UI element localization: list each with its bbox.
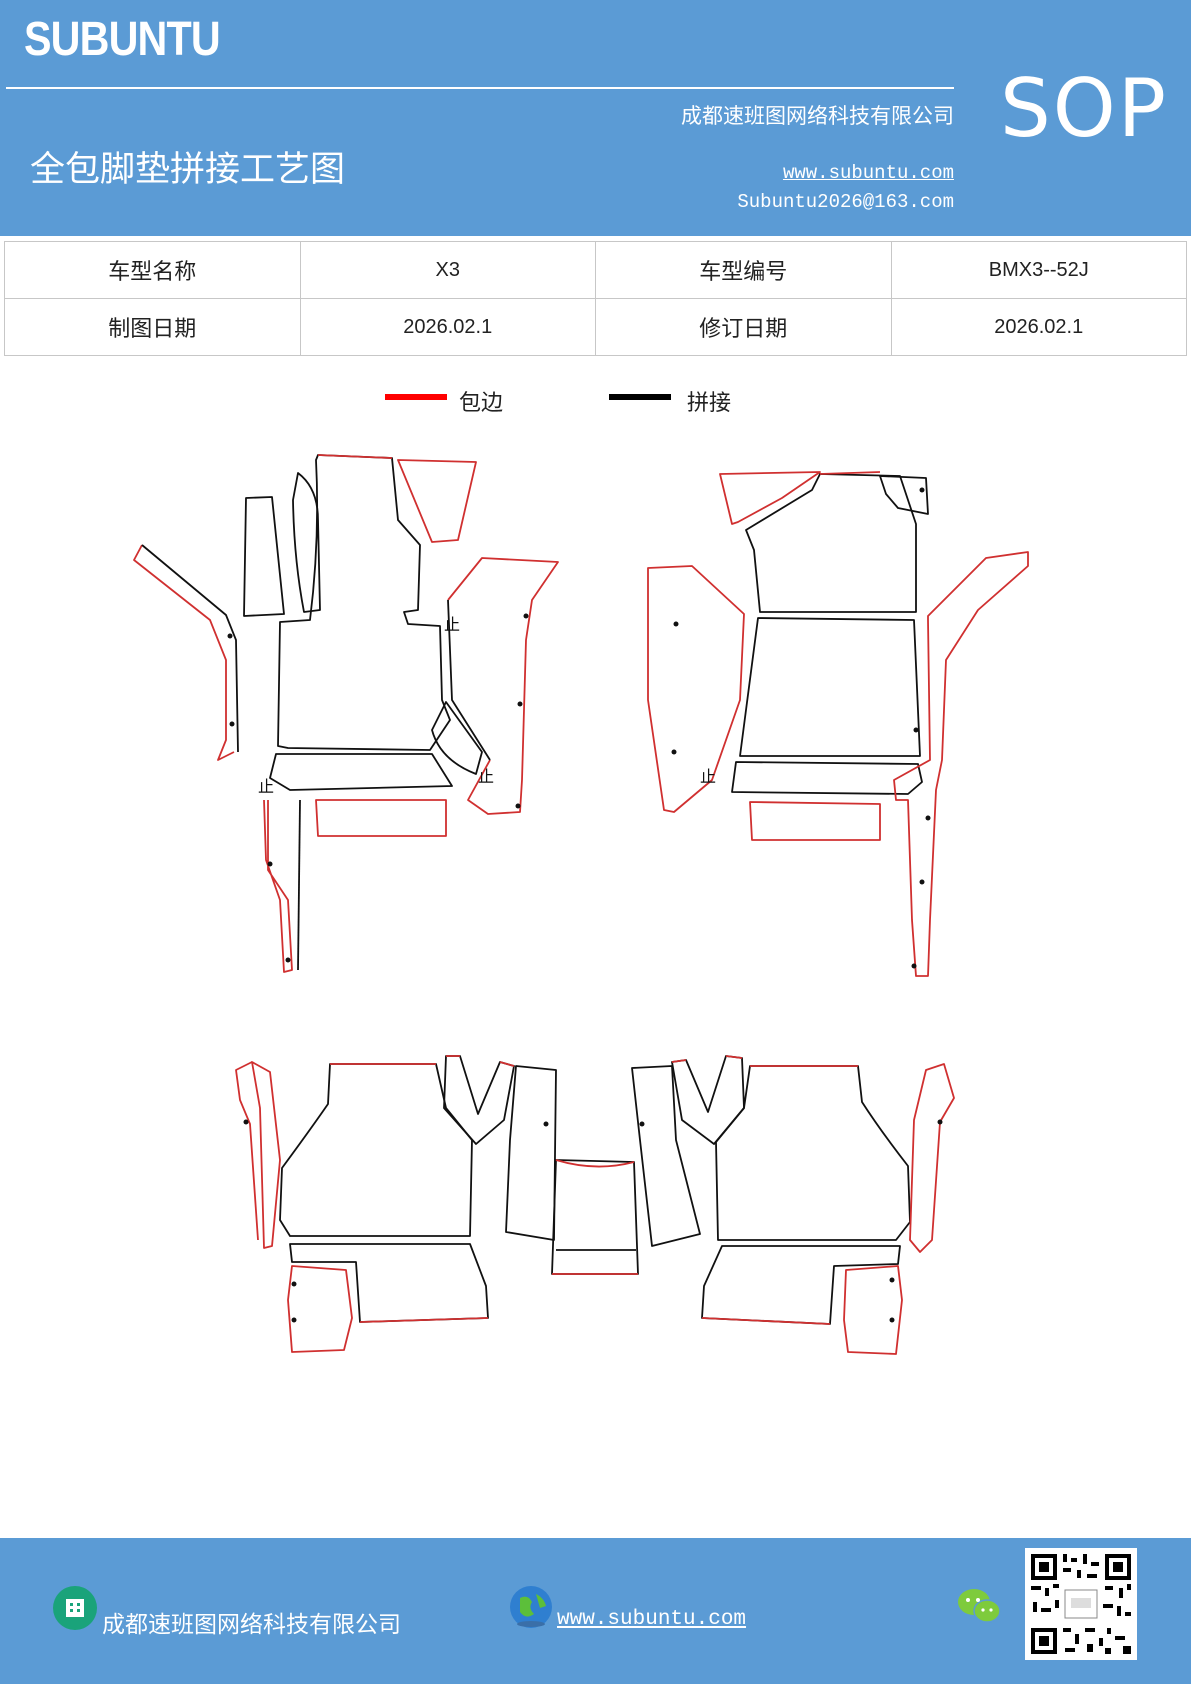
value-model-name: X3 xyxy=(299,241,596,299)
stop-marks: 止 止 止 止 xyxy=(258,615,716,796)
stop-mark: 止 xyxy=(444,615,460,634)
header-company: 成都速班图网络科技有限公司 xyxy=(681,104,954,128)
stop-mark: 止 xyxy=(700,767,716,786)
building-icon xyxy=(53,1586,97,1630)
rear-left-main xyxy=(279,1063,473,1237)
marker-dots xyxy=(227,487,943,1323)
bottom-strip xyxy=(263,799,293,973)
left-panel-tall xyxy=(243,496,285,617)
qr-code xyxy=(1025,1548,1137,1660)
header-divider xyxy=(6,87,954,89)
header-website-link[interactable]: www.subuntu.com xyxy=(782,162,954,184)
vehicle-info-table: 车型名称 X3 车型编号 BMX3--52J 制图日期 2026.02.1 修订… xyxy=(4,241,1187,356)
rear-left-side-piece xyxy=(505,1065,557,1241)
legend-swatch-seam xyxy=(609,394,671,400)
label-model-name: 车型名称 xyxy=(4,241,301,299)
right-right-strip xyxy=(893,551,1029,977)
sop-label: SOP xyxy=(1000,62,1168,155)
legend-swatch-edge xyxy=(385,394,447,400)
rear-right-mat-group xyxy=(631,1055,955,1355)
rear-right-v-piece xyxy=(671,1055,745,1145)
footer-company: 成都速班图网络科技有限公司 xyxy=(102,1612,401,1638)
floor-mat-pattern-diagram: 止 止 止 止 xyxy=(133,454,1029,1355)
right-middle-panel xyxy=(739,617,921,757)
rear-right-side-piece xyxy=(631,1065,701,1247)
right-top-edge xyxy=(819,471,881,475)
value-revise-date: 2026.02.1 xyxy=(890,298,1187,356)
legend-label-seam: 拼接 xyxy=(687,391,732,416)
rear-left-strip xyxy=(251,1061,281,1249)
left-side-strip xyxy=(133,544,235,761)
value-model-code: BMX3--52J xyxy=(890,241,1187,299)
front-main-panel xyxy=(277,454,451,751)
stop-mark: 止 xyxy=(258,777,274,796)
rear-right-v-edge xyxy=(671,1055,743,1063)
right-top-wedge xyxy=(719,471,821,525)
rear-left-strip-outer xyxy=(235,1061,259,1241)
rear-left-mat-group xyxy=(235,1055,557,1353)
legend: 包边 拼接 xyxy=(385,385,785,425)
left-panel-curve xyxy=(292,472,321,613)
front-left-mat-group xyxy=(133,454,559,973)
front-right-mat-group xyxy=(647,471,1029,977)
stop-mark: 止 xyxy=(478,767,494,786)
footer-website-link[interactable]: www.subuntu.com xyxy=(557,1608,747,1631)
right-top-main xyxy=(745,473,917,613)
lower-bar xyxy=(269,753,453,791)
table-row: 车型名称 X3 车型编号 BMX3--52J xyxy=(4,241,1187,299)
label-revise-date: 修订日期 xyxy=(595,298,892,356)
oval-piece xyxy=(431,701,483,775)
rear-center-mat xyxy=(551,1159,639,1275)
top-wedge xyxy=(397,459,477,543)
left-side-strip-seam xyxy=(141,544,239,753)
header-email[interactable]: Subuntu2026@163.com xyxy=(737,191,954,213)
page-title: 全包脚垫拼接工艺图 xyxy=(30,150,346,190)
label-model-code: 车型编号 xyxy=(595,241,892,299)
rear-right-bottom-edge xyxy=(701,1317,831,1325)
brand-logo: SUBUNTU xyxy=(24,13,221,66)
right-left-strip xyxy=(647,565,745,813)
label-draw-date: 制图日期 xyxy=(4,298,301,356)
rear-right-lower xyxy=(701,1245,901,1325)
rear-right-main xyxy=(715,1065,911,1241)
right-lower-bar xyxy=(731,761,923,795)
bottom-tab xyxy=(315,799,447,837)
rear-right-tab xyxy=(843,1265,903,1355)
center-hump-top-edge xyxy=(555,1159,635,1168)
bottom-strip-seam xyxy=(297,799,301,971)
center-hump xyxy=(551,1159,639,1275)
rear-left-lower xyxy=(289,1243,489,1323)
legend-label-edge: 包边 xyxy=(459,391,504,416)
front-main-edge xyxy=(317,454,393,459)
right-bottom-tab xyxy=(749,801,881,841)
table-row: 制图日期 2026.02.1 修订日期 2026.02.1 xyxy=(4,298,1187,356)
globe-icon xyxy=(510,1586,552,1628)
right-strip xyxy=(447,557,559,815)
rear-left-tab xyxy=(287,1265,353,1353)
right-strip-seam xyxy=(447,599,491,761)
rear-left-v-piece xyxy=(443,1055,515,1145)
rear-right-strip xyxy=(909,1063,955,1253)
value-draw-date: 2026.02.1 xyxy=(299,298,596,356)
header-band xyxy=(0,0,1191,236)
rear-left-bottom-edge xyxy=(359,1317,489,1323)
rear-left-v-edge xyxy=(446,1055,515,1067)
wechat-icon xyxy=(958,1589,1001,1623)
right-corner xyxy=(879,475,929,515)
